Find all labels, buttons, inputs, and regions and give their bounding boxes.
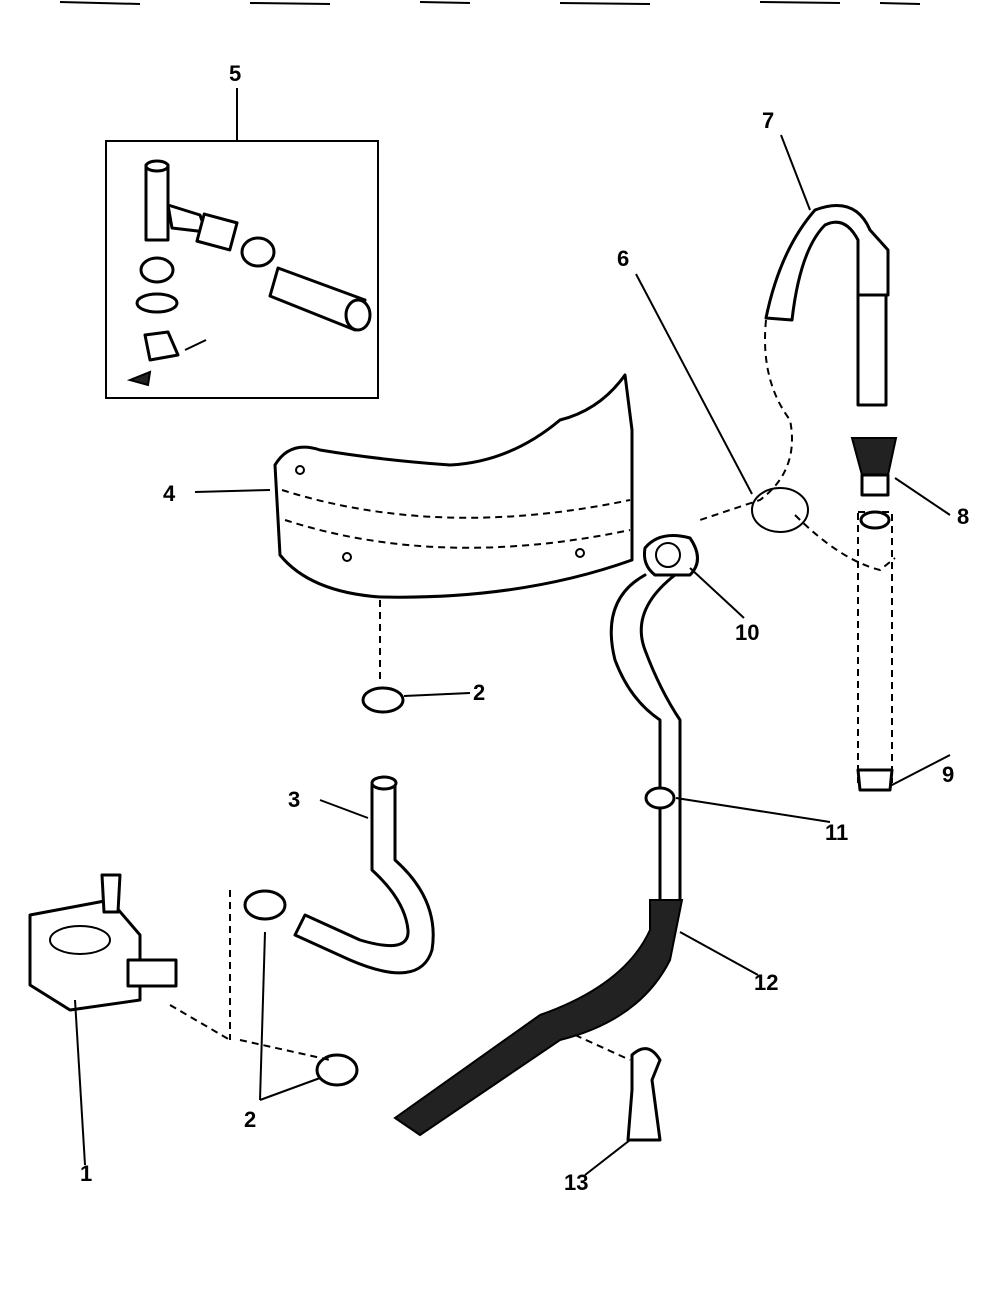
callout-5: 5	[229, 61, 241, 86]
part-8-hose-adapter	[850, 437, 898, 783]
callout-2-lower: 2	[244, 1107, 256, 1132]
callout-12: 12	[754, 970, 778, 995]
callout-labels: 1 2 2 3 4 5 6 7 8 9 10 11 12 13	[80, 61, 969, 1195]
callout-7: 7	[762, 108, 774, 133]
callout-4: 4	[163, 481, 176, 506]
part-4-outer-tub	[273, 373, 634, 683]
part-11-hose-clamp	[644, 786, 676, 810]
part-9-hose-end	[856, 768, 894, 792]
callout-9: 9	[942, 762, 954, 787]
callout-2-upper: 2	[473, 680, 485, 705]
callout-6: 6	[617, 246, 629, 271]
top-edge-marks	[59, 1, 921, 5]
callout-3: 3	[288, 787, 300, 812]
part-1-pump	[28, 873, 178, 1012]
callout-8: 8	[957, 504, 969, 529]
leader-lines	[74, 134, 951, 1176]
callout-10: 10	[735, 620, 759, 645]
part-7-drain-hose-outlet	[699, 204, 890, 521]
part-13-hose-clip	[626, 1047, 662, 1142]
part-12-drain-hose	[393, 573, 684, 1137]
part-5-inset-kit	[105, 88, 379, 399]
part-6-cable-tie	[751, 487, 896, 572]
part-3-sump-hose	[293, 775, 435, 975]
part-2-hose-clamps	[169, 686, 405, 1087]
part-10-hose-support	[643, 534, 699, 577]
callout-13: 13	[564, 1170, 588, 1195]
callout-1: 1	[80, 1161, 92, 1186]
callout-11: 11	[825, 820, 848, 845]
